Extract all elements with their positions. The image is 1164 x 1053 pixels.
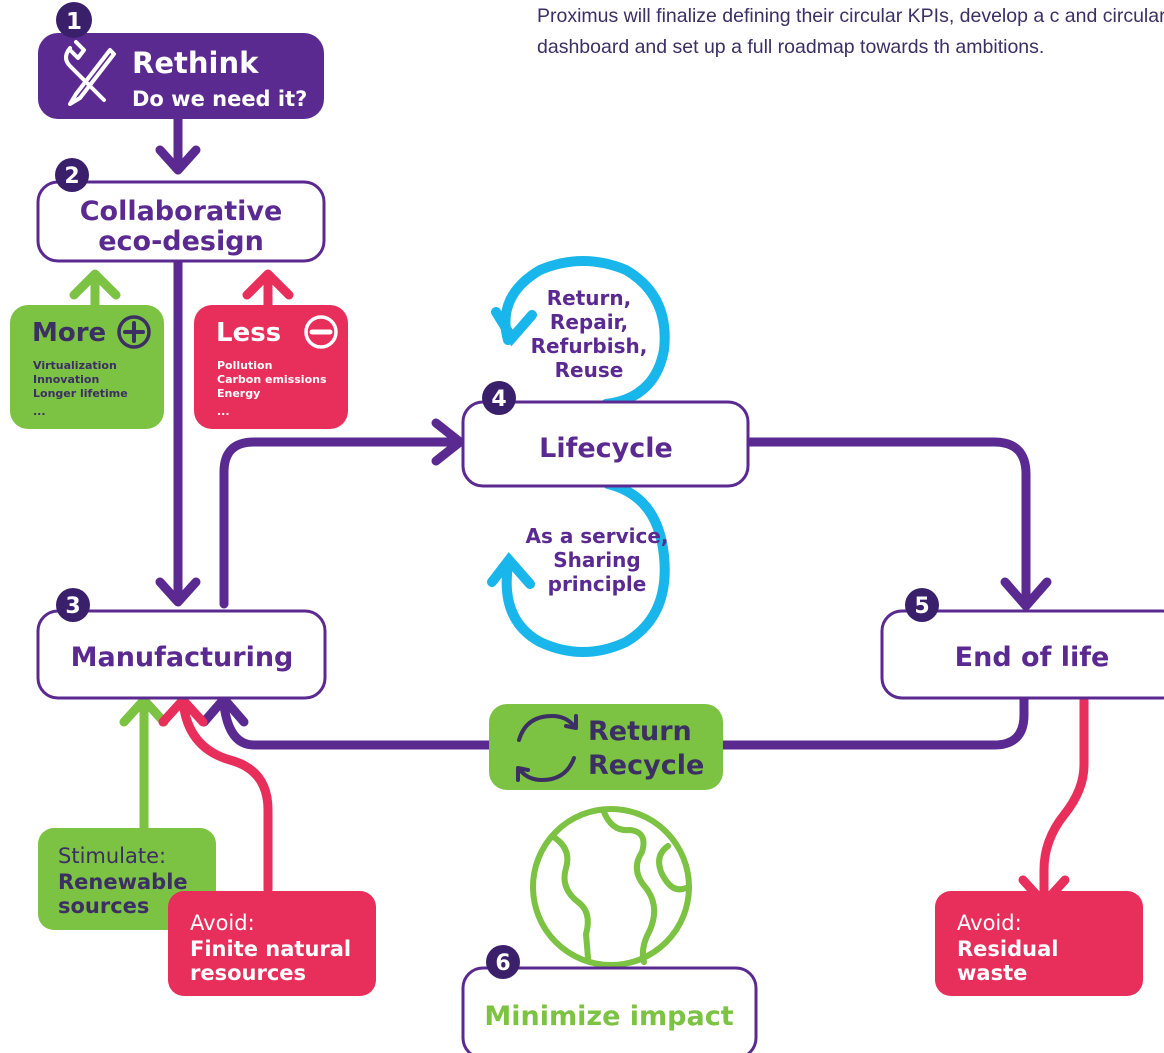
renewable-arrow — [119, 695, 169, 833]
step-ecodesign: Collaborative eco-design 2 — [36, 158, 326, 263]
more-item: Longer lifetime — [33, 387, 128, 400]
avoid-finite-line2: resources — [190, 961, 306, 985]
connector-lifecycle-to-endoflife — [745, 437, 1031, 609]
step-end-of-life: End of life 5 — [880, 588, 1164, 700]
loop-bottom-arrowhead — [487, 552, 535, 589]
stimulate-line1: Renewable — [58, 870, 188, 894]
step-badge-6 — [486, 945, 520, 979]
more-title: More — [32, 318, 106, 348]
stimulate-label: Stimulate: — [58, 844, 166, 868]
step-end-of-life-title: End of life — [955, 642, 1110, 673]
less-item: Energy — [217, 387, 260, 400]
recycle-line2: Recycle — [588, 750, 704, 781]
svg-text:Reuse: Reuse — [555, 358, 624, 382]
avoid-finite-resources-box: Avoid: Finite natural resources — [168, 891, 376, 996]
loop-bottom-label: As a service, Sharing principle — [525, 524, 668, 596]
connector-manufacturing-to-lifecycle — [219, 437, 463, 609]
arrowhead-ecodesign — [155, 145, 201, 175]
step-minimize-impact: Minimize impact 6 — [461, 945, 758, 1053]
avoid-residual-label: Avoid: — [957, 911, 1022, 935]
stimulate-line2: sources — [58, 894, 149, 918]
connector-endoflife-to-manufacturing — [219, 695, 1029, 750]
step-ecodesign-title-line2: eco-design — [98, 226, 264, 257]
arrowhead-lifecycle — [431, 418, 465, 466]
avoid-residual-line1: Residual — [957, 937, 1058, 961]
less-arrow — [242, 269, 294, 310]
avoid-residual-waste-box: Avoid: Residual waste — [935, 891, 1143, 996]
less-item: Carbon emissions — [217, 373, 327, 386]
less-item: ... — [217, 405, 230, 418]
avoid-residual-line2: waste — [957, 961, 1027, 985]
more-arrow — [69, 269, 121, 310]
step-manufacturing: Manufacturing 3 — [36, 588, 327, 700]
loop-top-cycle — [500, 256, 670, 409]
more-item: Innovation — [33, 373, 99, 386]
svg-text:As a service,: As a service, — [525, 524, 668, 548]
svg-text:Return,: Return, — [547, 286, 631, 310]
return-recycle-box: Return Recycle — [489, 704, 723, 790]
step-manufacturing-title: Manufacturing — [71, 642, 294, 673]
svg-text:1: 1 — [66, 9, 82, 35]
avoid-finite-line1: Finite natural — [190, 937, 351, 961]
minus-circle-icon — [304, 315, 338, 349]
arrowhead-endoflife — [1000, 577, 1052, 611]
step-rethink-title: Rethink — [132, 46, 259, 80]
step-minimize-impact-title: Minimize impact — [484, 1001, 733, 1032]
step-badge-1 — [56, 2, 92, 38]
wrench-pencil-icon — [64, 40, 116, 106]
svg-text:6: 6 — [495, 951, 510, 976]
step-lifecycle-title: Lifecycle — [539, 433, 673, 464]
recycle-arrows-icon — [516, 714, 578, 782]
less-item: Pollution — [217, 359, 272, 372]
intro-paragraph: Proximus will finalize defining their ci… — [537, 5, 1164, 58]
svg-text:5: 5 — [914, 594, 929, 619]
step-rethink: Rethink Do we need it? 1 — [38, 2, 324, 119]
svg-text:3: 3 — [65, 594, 80, 619]
finite-resources-arrow — [158, 695, 273, 895]
loop-top-arrowhead — [491, 307, 537, 347]
svg-text:Refurbish,: Refurbish, — [531, 334, 648, 358]
step-ecodesign-title-line1: Collaborative — [80, 196, 283, 227]
loop-top-label: Return, Repair, Refurbish, Reuse — [531, 286, 648, 382]
step-lifecycle: Lifecycle 4 — [461, 381, 750, 488]
residual-waste-arrow — [1018, 695, 1089, 908]
step-badge-4 — [482, 381, 516, 415]
step-badge-3 — [56, 588, 90, 622]
more-box: More Virtualization Innovation Longer li… — [10, 305, 164, 429]
step-rethink-subtitle: Do we need it? — [132, 87, 307, 111]
svg-text:principle: principle — [548, 572, 647, 596]
svg-text:Sharing: Sharing — [553, 548, 640, 572]
more-item: ... — [33, 405, 46, 418]
more-item: Virtualization — [33, 359, 117, 372]
loop-bottom-cycle — [501, 479, 670, 657]
step-badge-2 — [55, 158, 89, 192]
plus-circle-icon — [117, 315, 151, 349]
recycle-line1: Return — [588, 716, 692, 747]
avoid-finite-label: Avoid: — [190, 911, 255, 935]
arrowhead-manufacturing — [155, 577, 201, 607]
less-box: Less Pollution Carbon emissions Energy .… — [194, 305, 348, 429]
step-badge-5 — [905, 588, 939, 622]
less-title: Less — [216, 318, 281, 348]
svg-text:2: 2 — [64, 164, 79, 189]
svg-text:Repair,: Repair, — [550, 310, 628, 334]
svg-text:4: 4 — [491, 387, 506, 412]
globe-icon — [530, 806, 692, 968]
